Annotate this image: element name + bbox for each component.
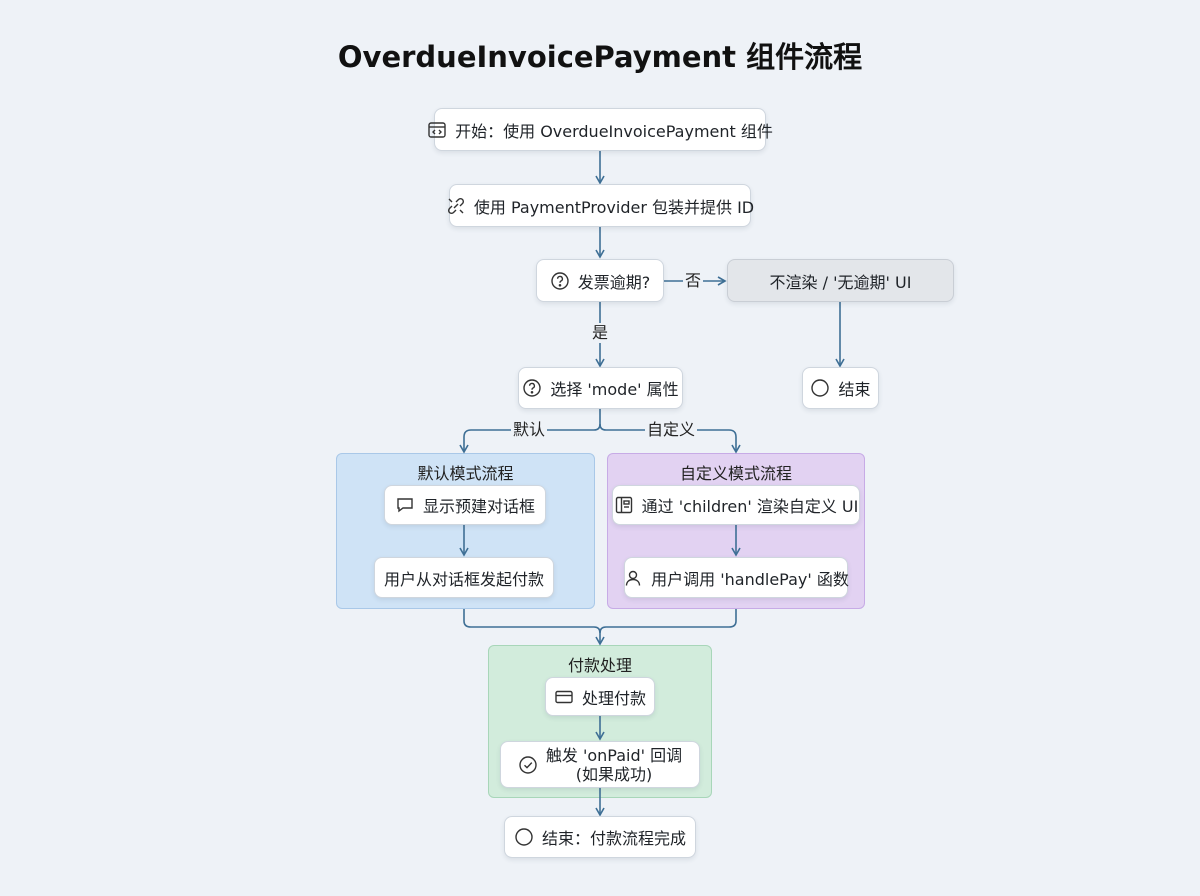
edge-merge-right: [599, 609, 737, 634]
node-render-children[interactable]: 通过 'children' 渲染自定义 UI: [612, 485, 860, 525]
user-icon: [623, 568, 643, 588]
node-user-handlepay-label: 用户调用 'handlePay' 函数: [651, 569, 849, 589]
chat-bubble-icon: [395, 495, 415, 515]
node-show-dialog[interactable]: 显示预建对话框: [384, 485, 546, 525]
code-window-icon: [427, 120, 447, 140]
node-show-dialog-label: 显示预建对话框: [422, 497, 535, 516]
node-wrap-label: 使用 PaymentProvider 包装并提供 ID: [473, 197, 755, 217]
node-mode-question-label: 选择 'mode' 属性: [550, 380, 679, 399]
edge-label-default: 默认: [511, 420, 548, 440]
node-end-no-overdue[interactable]: 结束: [802, 367, 879, 409]
question-circle-icon: [522, 378, 542, 398]
node-user-handlepay[interactable]: 用户调用 'handlePay' 函数: [623, 557, 849, 598]
page-title: OverdueInvoicePayment 组件流程: [337, 40, 863, 74]
question-circle-icon: [550, 271, 570, 291]
node-trigger-onpaid-text: 触发 'onPaid' 回调 (如果成功): [546, 746, 682, 784]
link-tool-icon: [446, 196, 466, 216]
edge-mode-split-right: [599, 423, 741, 454]
edge-label-no: 否: [683, 271, 704, 291]
node-start[interactable]: 开始：使用 OverdueInvoicePayment 组件: [428, 108, 773, 151]
group-default-flow-title: 默认模式流程: [417, 464, 514, 483]
layout-icon: [614, 495, 634, 515]
group-payment-processing-title: 付款处理: [567, 656, 632, 675]
node-user-dialog-pay-label: 用户从对话框发起付款: [383, 569, 544, 589]
circle-icon: [810, 378, 830, 398]
node-overdue-question-label: 发票逾期?: [577, 272, 651, 292]
node-trigger-onpaid-line2: (如果成功): [575, 764, 653, 784]
node-mode-question[interactable]: 选择 'mode' 属性: [518, 367, 683, 409]
node-start-label: 开始：使用 OverdueInvoicePayment 组件: [455, 121, 773, 141]
node-no-render[interactable]: 不渲染 / '无逾期' UI: [727, 259, 954, 302]
node-user-dialog-pay[interactable]: 用户从对话框发起付款: [374, 557, 554, 598]
edge-label-yes: 是: [590, 323, 611, 343]
node-overdue-question[interactable]: 发票逾期?: [536, 259, 664, 302]
check-circle-icon: [518, 755, 538, 775]
group-custom-flow-title: 自定义模式流程: [679, 464, 792, 483]
circle-icon: [514, 827, 534, 847]
edge-merge-left: [463, 609, 605, 646]
node-trigger-onpaid-line1: 触发 'onPaid' 回调: [545, 745, 683, 765]
edge-label-custom: 自定义: [645, 420, 698, 440]
node-render-children-label: 通过 'children' 渲染自定义 UI: [641, 497, 859, 516]
node-process-payment-label: 处理付款: [581, 688, 646, 708]
node-process-payment[interactable]: 处理付款: [545, 677, 655, 716]
node-wrap[interactable]: 使用 PaymentProvider 包装并提供 ID: [446, 184, 755, 227]
credit-card-icon: [554, 687, 574, 707]
node-no-render-label: 不渲染 / '无逾期' UI: [769, 272, 912, 292]
node-end-no-overdue-label: 结束: [838, 380, 871, 399]
node-end-final[interactable]: 结束：付款流程完成: [504, 816, 696, 858]
node-end-final-label: 结束：付款流程完成: [541, 829, 686, 848]
node-trigger-onpaid[interactable]: 触发 'onPaid' 回调 (如果成功): [500, 741, 700, 788]
